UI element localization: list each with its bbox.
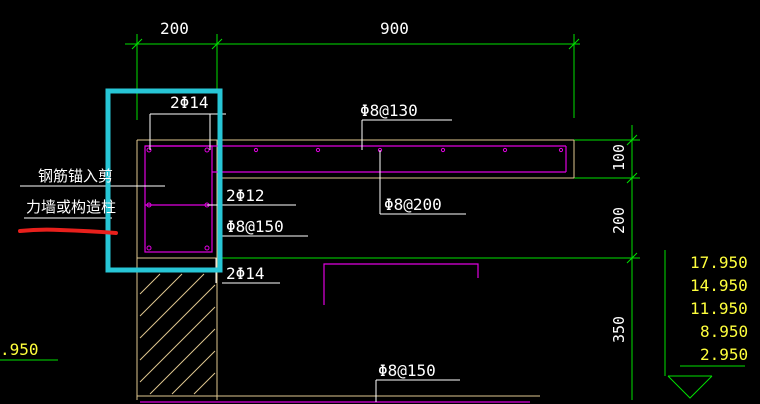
left-elevation: .950 [0,340,39,359]
highlight-box [105,88,223,273]
annotation-line-1: 钢筋锚入剪 [38,167,113,185]
dim-200-right: 200 [610,207,628,234]
elevation-1: 17.950 [690,253,748,272]
elevation-4: 8.950 [700,322,748,341]
label-top-bars: 2Φ14 [170,93,209,112]
label-stirrup: Φ8@150 [226,217,284,236]
elevation-5: 2.950 [700,345,748,364]
label-middle-bars: 2Φ12 [226,186,265,205]
label-lower-stirrup: Φ8@150 [378,361,436,380]
rebar-dots [146,147,564,251]
rebar-lines [140,145,567,403]
elevation-2: 14.950 [690,276,748,295]
dim-900-top: 900 [380,19,409,38]
dimension-lines [0,34,745,400]
label-slab-bottom: Φ8@200 [384,195,442,214]
annotation-line-2: 力墙或构造柱 [26,198,116,216]
label-slab-top: Φ8@130 [360,101,418,120]
elevation-3: 11.950 [690,299,748,318]
red-underline [18,227,118,235]
label-bottom-bars: 2Φ14 [226,264,265,283]
leader-lines [20,113,466,402]
dim-200-top: 200 [160,19,189,38]
wall-hatching [139,273,216,395]
dim-100-right: 100 [610,144,628,171]
dim-350-right: 350 [610,316,628,343]
